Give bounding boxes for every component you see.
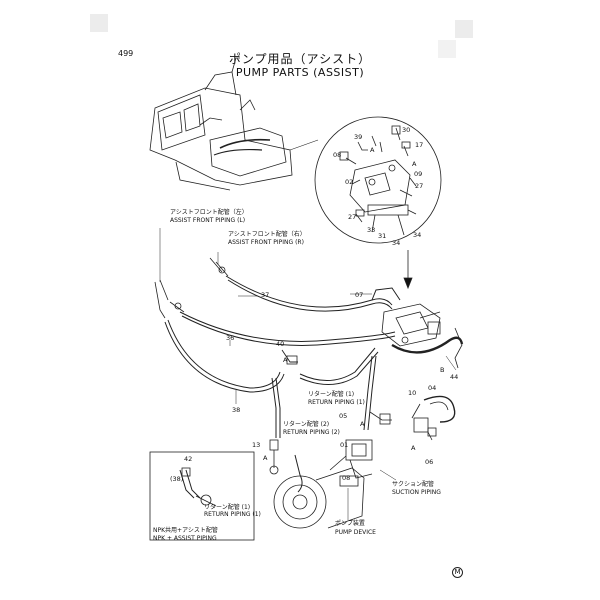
callout-34: 34: [392, 239, 401, 247]
callout-A: A: [370, 146, 375, 154]
label-assist-front-right-ja: アシストフロント配管（右）: [228, 231, 306, 238]
callout-05: 05: [339, 412, 348, 420]
callout-A: A: [263, 454, 268, 462]
callout-13: 13: [252, 441, 261, 449]
callout-08: 08: [333, 151, 342, 159]
callout-08: 08: [342, 474, 351, 482]
label-inset-return1-en: RETURN PIPING (1): [204, 511, 261, 518]
page-title-english: PUMP PARTS (ASSIST): [235, 66, 365, 79]
callout-A: A: [283, 356, 288, 364]
suction-piping: [369, 395, 456, 441]
callout-06: 06: [425, 458, 434, 466]
detail-assembly: [339, 125, 417, 236]
callout-01: 01: [340, 441, 349, 449]
npk-assist-inset: [149, 451, 255, 541]
callout-09: 09: [414, 170, 423, 178]
label-pump-device-en: PUMP DEVICE: [335, 529, 376, 536]
page-number: 499: [118, 49, 134, 58]
callout-42: 42: [184, 455, 193, 463]
label-return2-ja: リターン配管 (2): [283, 421, 330, 428]
callout-27: 27: [348, 213, 357, 221]
detail-view-circle: [314, 116, 442, 244]
callout-38-ref: (38): [170, 475, 184, 483]
label-inset-return1-ja: リターン配管 (1): [204, 504, 251, 511]
label-assist-front-left-en: ASSIST FRONT PIPING (L): [170, 217, 246, 224]
footer-mark: M: [452, 567, 463, 578]
callout-07: 07: [355, 291, 364, 299]
callout-27: 27: [415, 182, 424, 190]
excavator-overview: [149, 57, 293, 191]
label-return1-en: RETURN PIPING (1): [308, 399, 365, 406]
scan-artifact: [90, 14, 108, 32]
callout-34: 34: [413, 231, 422, 239]
label-assist-front-left-ja: アシストフロント配管（左）: [170, 209, 248, 216]
pump-device: [273, 439, 373, 529]
callout-40: 40: [276, 340, 285, 348]
front-piping-ends: [154, 257, 229, 319]
callout-04: 04: [428, 384, 437, 392]
callout-44: 44: [450, 373, 459, 381]
label-npk-ja: NPK共用+アシスト配管: [153, 527, 218, 534]
label-return2-en: RETURN PIPING (2): [283, 429, 340, 436]
callout-37: 37: [261, 291, 270, 299]
callout-33: 33: [367, 226, 376, 234]
callout-10: 10: [408, 389, 417, 397]
valve-block-assembly: [381, 303, 464, 369]
callout-38: 38: [232, 406, 241, 414]
callout-30: 30: [402, 126, 411, 134]
label-pump-device-ja: ポンプ装置: [335, 520, 365, 527]
label-suction-ja: サクション配管: [392, 481, 435, 488]
page-title-japanese: ポンプ用品（アシスト）: [228, 52, 372, 66]
label-npk-en: NPK + ASSIST PIPING: [153, 535, 217, 542]
callout-A: A: [412, 160, 417, 168]
callout-A: A: [411, 444, 416, 452]
label-assist-front-right-en: ASSIST FRONT PIPING (R): [228, 239, 304, 246]
scan-artifact: [438, 40, 456, 58]
callout-39: 39: [354, 133, 363, 141]
callout-17: 17: [415, 141, 424, 149]
callout-31: 31: [378, 232, 387, 240]
callout-A: A: [360, 420, 365, 428]
callout-B: B: [440, 366, 445, 374]
label-return1-ja: リターン配管 (1): [308, 391, 355, 398]
scan-artifact: [455, 20, 473, 38]
callout-36: 36: [226, 334, 235, 342]
callout-02: 02: [345, 178, 354, 186]
label-suction-en: SUCTION PIPING: [392, 489, 441, 496]
